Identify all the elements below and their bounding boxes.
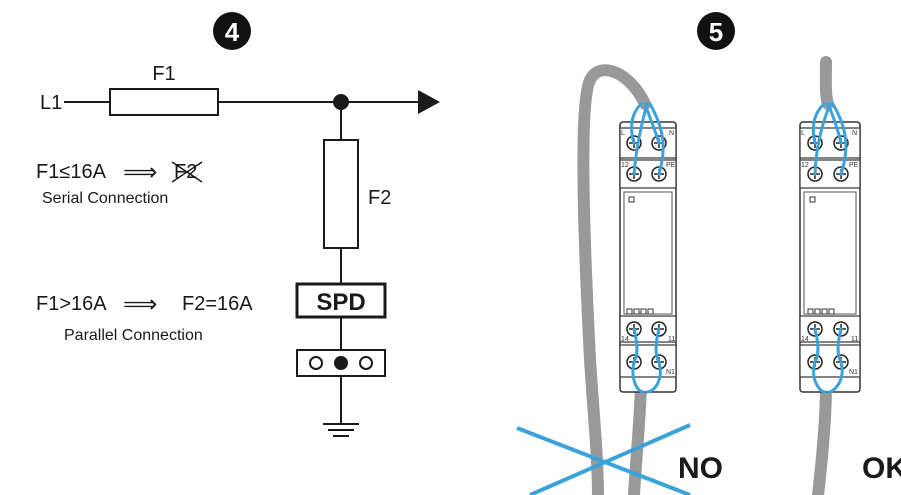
rule-serial-left: F1≤16A — [36, 161, 107, 183]
terminal-label-11-right: 11 — [851, 336, 858, 343]
terminal-label-l: L — [621, 130, 625, 137]
line-l1-label: L1 — [40, 92, 62, 114]
rule-parallel-caption: Parallel Connection — [64, 327, 203, 344]
terminal-screw-right — [359, 356, 373, 370]
terminal-label-12-right: 12 — [801, 162, 809, 169]
terminal-label-pe: PE — [666, 162, 676, 169]
correct-label: OK — [862, 452, 901, 485]
terminal-label-pe-right: PE — [849, 162, 859, 169]
blue-wires-bottom-left — [631, 327, 662, 394]
blue-wires-top-left — [630, 102, 665, 176]
step-4-badge — [213, 12, 251, 50]
relay-device-left: L N 12 PE 14 11 N1 — [619, 121, 677, 393]
fuse-f1-label: F1 — [152, 63, 175, 85]
step-4-badge-number: 4 — [225, 17, 240, 47]
step-4-panel: 4 L1 F1 F2 SPD F1≤16A — [36, 12, 440, 437]
cable-in-right — [819, 56, 834, 110]
terminal-label-l-right: L — [801, 130, 805, 137]
output-arrow-icon — [418, 90, 440, 114]
fuse-f2-label: F2 — [368, 187, 391, 209]
spd-box — [295, 282, 387, 319]
cable-out-left — [628, 379, 647, 495]
blue-wires-bottom-right — [812, 327, 844, 394]
strike-line-b — [171, 161, 203, 183]
terminal-screw-left — [309, 356, 323, 370]
cable-looped — [577, 64, 651, 495]
fuse-f1 — [109, 88, 219, 116]
ground-icon — [323, 423, 359, 437]
cable-out-right — [812, 379, 832, 495]
step-5-panel: 5 — [516, 12, 901, 495]
rule-parallel-right: F2=16A — [182, 293, 253, 315]
wrong-cross-line-b — [529, 423, 691, 495]
terminal-label-n: N — [669, 130, 674, 137]
correct-wiring-example: L N 12 PE 14 11 N1 OK — [799, 56, 901, 495]
terminal-label-14-right: 14 — [801, 336, 809, 343]
rule-serial-condition: F1≤16A — [36, 161, 107, 183]
step-5-badge-number: 5 — [709, 17, 723, 47]
fuse-f2 — [323, 139, 359, 249]
relay-device-right: L N 12 PE 14 11 N1 — [799, 121, 861, 393]
spd-label: SPD — [316, 289, 365, 316]
rule-parallel-left: F1>16A — [36, 293, 107, 315]
terminal-label-14: 14 — [621, 336, 629, 343]
terminal-label-12: 12 — [621, 162, 629, 169]
rule-parallel-arrow: ⟹ — [123, 291, 157, 318]
terminal-label-n-right: N — [852, 130, 857, 137]
terminal-label-n1-right: N1 — [849, 369, 858, 376]
terminal-screw-center — [334, 356, 348, 370]
terminal-label-11: 11 — [668, 336, 675, 343]
terminal-label-n1: N1 — [666, 369, 675, 376]
blue-wires-top-right — [811, 102, 848, 176]
rule-serial-caption: Serial Connection — [42, 190, 168, 207]
rule-serial-arrow: ⟹ — [123, 159, 157, 186]
wrong-wiring-example: L N 12 PE 14 11 N1 — [516, 64, 723, 495]
wrong-label: NO — [678, 452, 723, 485]
step-5-badge — [697, 12, 735, 50]
